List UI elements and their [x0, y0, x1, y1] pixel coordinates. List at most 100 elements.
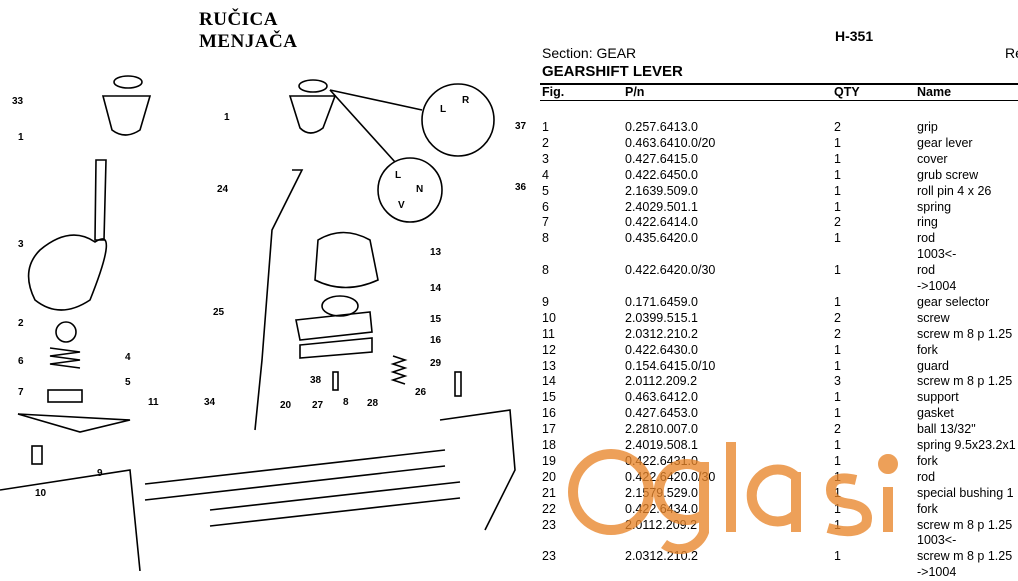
cell-fig: 22	[542, 501, 556, 516]
heading-line-1: RUČICA	[199, 9, 278, 30]
cell-fig: 6	[542, 199, 549, 214]
header-rule	[540, 83, 1018, 85]
cell-qty: 2	[834, 326, 841, 341]
cell-name: spring 9.5x23.2x1	[917, 438, 1016, 452]
cell-fig: 14	[542, 374, 556, 389]
shift-rod-a2	[144, 465, 446, 501]
cell-qty: 1	[834, 517, 841, 532]
heading-line-2: MENJAČA	[199, 31, 298, 52]
cell-name: ->1004	[917, 279, 957, 293]
cell-name: ball 13/32"	[917, 422, 976, 437]
cell-fig: 23	[542, 549, 556, 564]
cell-pn: 0.427.6415.0	[625, 151, 698, 166]
ball-joint	[55, 321, 77, 343]
cell-name: support	[917, 390, 959, 405]
cell-pn: 0.422.6420.0/30	[625, 469, 716, 484]
cell-fig: 19	[542, 453, 556, 468]
cell-qty: 1	[834, 183, 841, 198]
cell-fig: 8	[542, 231, 549, 246]
cell-pn: 2.0312.210.2	[625, 549, 698, 564]
cell-name: ring	[917, 215, 938, 230]
frame-left	[0, 469, 141, 571]
cell-name: ->1004	[917, 565, 957, 580]
shift-rod-a	[144, 449, 446, 485]
cell-qty: 1	[834, 199, 841, 214]
cell-qty: 1	[834, 390, 841, 405]
cell-qty: 2	[834, 120, 841, 134]
grip-cap-right	[298, 79, 328, 93]
cell-qty: 1	[834, 438, 841, 452]
guard-boot	[314, 231, 379, 289]
shift-rod-b2	[209, 497, 461, 527]
svg-text:34: 34	[204, 397, 216, 408]
cell-qty: 1	[834, 231, 841, 246]
lever-rod-right	[254, 169, 304, 431]
cell-name: grip	[917, 120, 938, 134]
grip-right	[288, 95, 337, 134]
cell-qty: 2	[834, 215, 841, 230]
cell-name: 1003<-	[917, 533, 957, 548]
cell-pn: 2.0112.209.2	[625, 374, 698, 389]
cell-fig: 17	[542, 422, 556, 437]
cell-name: roll pin 4 x 26	[917, 183, 992, 198]
cell-fig: 20	[542, 469, 556, 484]
svg-text:L: L	[395, 170, 401, 181]
lever-shaft-left	[94, 159, 107, 241]
cell-pn: 2.1639.509.0	[625, 183, 698, 198]
svg-text:28: 28	[367, 398, 379, 409]
svg-text:L: L	[440, 104, 446, 115]
document-title: GEARSHIFT LEVER	[542, 63, 683, 80]
cell-qty: 2	[834, 310, 841, 325]
cell-qty: 1	[834, 406, 841, 421]
cell-pn: 2.0312.210.2	[625, 326, 698, 341]
cell-qty: 3	[834, 374, 841, 389]
svg-text:7: 7	[18, 387, 24, 398]
cell-fig: 21	[542, 485, 556, 500]
cell-pn: 0.422.6434.0	[625, 501, 698, 516]
cell-qty: 1	[834, 135, 841, 150]
svg-text:11: 11	[148, 397, 159, 408]
cell-qty: 1	[834, 358, 841, 373]
cell-qty: 1	[834, 151, 841, 166]
cell-name: 1003<-	[917, 247, 957, 262]
cell-fig: 1	[542, 120, 549, 134]
cell-name: screw m 8 p 1.25	[917, 517, 1013, 532]
svg-text:2: 2	[18, 318, 24, 329]
callout-circle-36	[377, 157, 443, 223]
cell-name: screw m 8 p 1.25	[917, 326, 1013, 341]
svg-text:20: 20	[280, 400, 292, 411]
cell-name: gear selector	[917, 294, 990, 309]
svg-text:1: 1	[224, 112, 230, 123]
shift-rod-b	[209, 481, 461, 511]
cell-pn: 0.257.6413.0	[625, 120, 698, 134]
column-header-rule	[540, 100, 1018, 101]
cell-fig: 3	[542, 151, 549, 166]
cell-name: grub screw	[917, 167, 979, 182]
cell-pn: 0.463.6410.0/20	[625, 135, 716, 150]
cell-pn: 2.4029.501.1	[625, 199, 698, 214]
cell-pn: 0.435.6420.0	[625, 231, 698, 246]
svg-text:26: 26	[415, 387, 427, 398]
cell-pn: 2.4019.508.1	[625, 438, 698, 452]
cell-fig: 15	[542, 390, 556, 405]
column-header-name: Name	[917, 85, 952, 99]
support-bell	[321, 295, 359, 317]
watermark-mark	[568, 442, 898, 555]
svg-text:15: 15	[430, 314, 442, 325]
svg-text:1: 1	[18, 132, 24, 143]
svg-text:27: 27	[312, 400, 324, 411]
svg-text:29: 29	[430, 358, 442, 369]
cell-name: screw	[917, 310, 950, 325]
section-right-label: Re	[1005, 45, 1018, 61]
cell-name: gear lever	[917, 135, 973, 150]
svg-text:9: 9	[97, 468, 103, 479]
svg-text:14: 14	[430, 283, 442, 294]
cell-pn: 2.1579.529.0	[625, 485, 698, 500]
cell-name: special bushing 1	[917, 485, 1014, 500]
cell-name: fork	[917, 501, 938, 516]
spring-29	[390, 355, 408, 385]
column-header-fig: Fig.	[542, 85, 565, 99]
cell-pn: 0.463.6412.0	[625, 390, 698, 405]
cell-fig: 18	[542, 438, 556, 452]
cell-qty: 1	[834, 453, 841, 468]
